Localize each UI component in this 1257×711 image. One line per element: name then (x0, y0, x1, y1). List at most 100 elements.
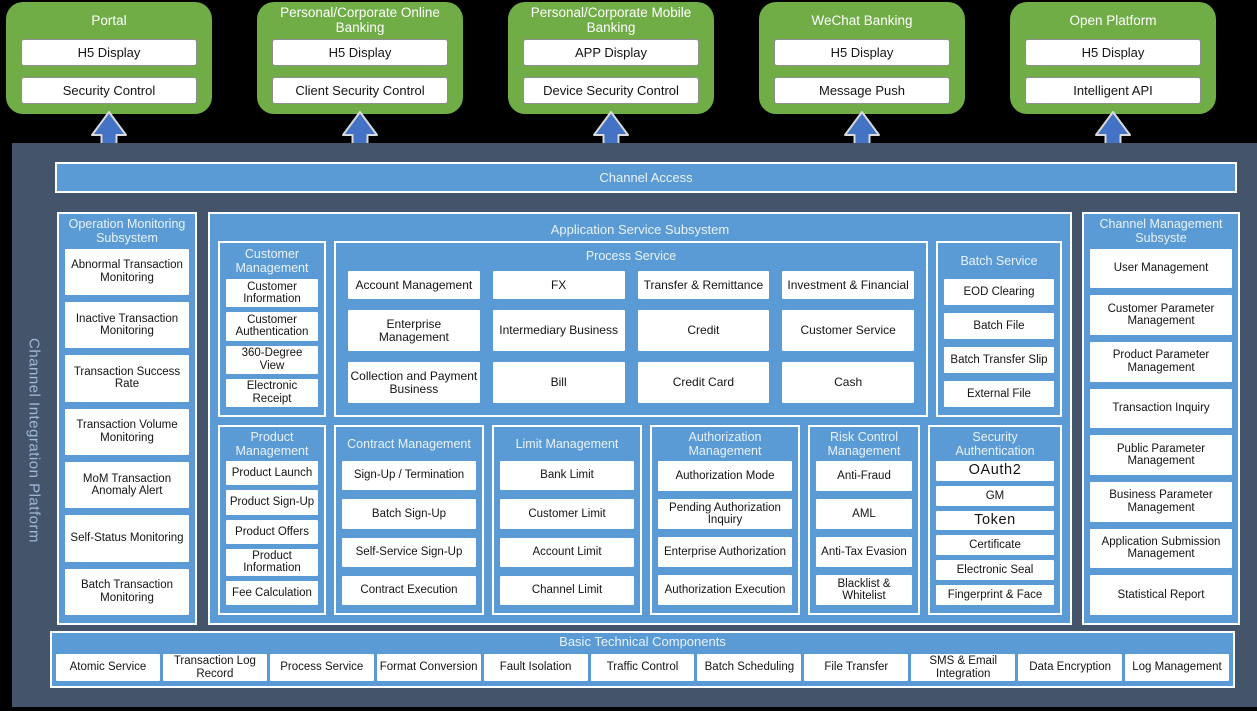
customer-management-panel: Customer Management Customer Information… (218, 241, 326, 417)
product-management-item: Product Launch (226, 461, 318, 486)
channel-card-item: Device Security Control (523, 77, 699, 104)
application-service-row-1: Customer Management Customer Information… (218, 241, 1062, 417)
basic-component-item: Batch Scheduling (697, 654, 802, 681)
limit-management-item: Account Limit (500, 537, 634, 567)
authorization-management-item: Authorization Execution (658, 575, 792, 605)
process-service-cell: Investment & Financial (782, 271, 914, 300)
risk-control-item: Blacklist & Whitelist (816, 575, 912, 605)
process-service-cell: Bill (492, 362, 625, 403)
channel-management-item: Transaction Inquiry (1090, 388, 1232, 429)
channel-management-item: Business Parameter Management (1090, 481, 1232, 522)
panel-title: Basic Technical Components (559, 634, 726, 650)
process-service-cell: Credit (637, 310, 770, 352)
customer-management-item: Electronic Receipt (226, 378, 318, 407)
contract-management-item: Contract Execution (342, 575, 476, 605)
channel-card-item: Security Control (21, 77, 197, 104)
basic-component-item: Atomic Service (56, 654, 160, 681)
subpanel-title: Process Service (585, 248, 677, 263)
panel-title: Channel Management Subsyste (1099, 217, 1223, 246)
batch-service-item: EOD Clearing (944, 279, 1054, 305)
risk-control-item: Anti-Tax Evasion (816, 537, 912, 567)
product-management-item: Product Offers (226, 519, 318, 544)
subpanel-title: Contract Management (347, 436, 471, 451)
basic-component-item: Log Management (1125, 654, 1229, 681)
basic-technical-components-panel: Basic Technical Components Atomic Servic… (50, 631, 1235, 688)
security-authentication-item: Certificate (936, 535, 1054, 556)
application-service-subsystem-panel: Application Service Subsystem Customer M… (208, 212, 1072, 625)
channel-card-title: Personal/Corporate Online Banking (280, 5, 440, 35)
basic-component-item: Traffic Control (590, 654, 695, 681)
channel-card-title: WeChat Banking (811, 12, 913, 28)
channel-management-item: Statistical Report (1090, 575, 1232, 615)
customer-management-item: Customer Authentication (226, 312, 318, 341)
basic-component-item: SMS & Email Integration (911, 654, 1016, 681)
contract-management-panel: Contract Management Sign-Up / Terminatio… (334, 425, 484, 615)
authorization-management-item: Authorization Mode (658, 461, 792, 491)
basic-component-item: File Transfer (804, 654, 909, 681)
subpanel-title: Customer Management (235, 246, 309, 275)
operation-monitoring-item: Transaction Success Rate (65, 355, 189, 402)
product-management-item: Product Sign-Up (226, 490, 318, 515)
channel-card-item: H5 Display (774, 39, 950, 66)
panel-title: Application Service Subsystem (550, 221, 730, 237)
channel-card-item: H5 Display (272, 39, 448, 66)
process-service-cell: Cash (782, 362, 914, 403)
product-management-item: Product Information (226, 548, 318, 576)
customer-management-item: Customer Information (226, 279, 318, 308)
channel-management-subsystem-panel: Channel Management Subsyste User Managem… (1082, 212, 1240, 625)
basic-component-item: Process Service (269, 654, 374, 681)
panel-title: Operation Monitoring Subsystem (68, 217, 186, 246)
process-service-cell: FX (492, 271, 625, 300)
channel-card-online-banking: Personal/Corporate Online Banking H5 Dis… (257, 2, 463, 114)
basic-component-item: Fault Isolation (483, 654, 588, 681)
channel-management-item: User Management (1090, 248, 1232, 289)
process-service-cell: Collection and Payment Business (348, 362, 480, 403)
basic-component-item: Data Encryption (1018, 654, 1123, 681)
basic-component-item: Format Conversion (376, 654, 481, 681)
security-authentication-item: OAuth2 (936, 461, 1054, 481)
channel-management-item: Application Submission Management (1090, 528, 1232, 569)
authorization-management-panel: Authorization Management Authorization M… (650, 425, 800, 615)
platform-side-label: Channel Integration Platform (25, 337, 43, 543)
security-authentication-item: Electronic Seal (936, 560, 1054, 581)
channel-management-item: Product Parameter Management (1090, 341, 1232, 382)
batch-service-item: Batch File (944, 313, 1054, 339)
limit-management-item: Channel Limit (500, 575, 634, 605)
operation-monitoring-item: Inactive Transaction Monitoring (65, 301, 189, 349)
batch-service-item: Batch Transfer Slip (944, 347, 1054, 373)
process-service-cell: Account Management (348, 271, 480, 300)
subpanel-title: Authorization Management (688, 429, 762, 458)
basic-component-item: Transaction Log Record (162, 654, 267, 681)
risk-control-item: Anti-Fraud (816, 461, 912, 491)
authorization-management-item: Pending Authorization Inquiry (658, 499, 792, 529)
process-service-cell: Credit Card (637, 362, 770, 403)
channel-card-mobile-banking: Personal/Corporate Mobile Banking APP Di… (508, 2, 714, 114)
channel-card-item: Message Push (774, 77, 950, 104)
channel-card-title: Portal (91, 12, 127, 28)
contract-management-item: Batch Sign-Up (342, 499, 476, 529)
operation-monitoring-item: Self-Status Monitoring (65, 515, 189, 562)
